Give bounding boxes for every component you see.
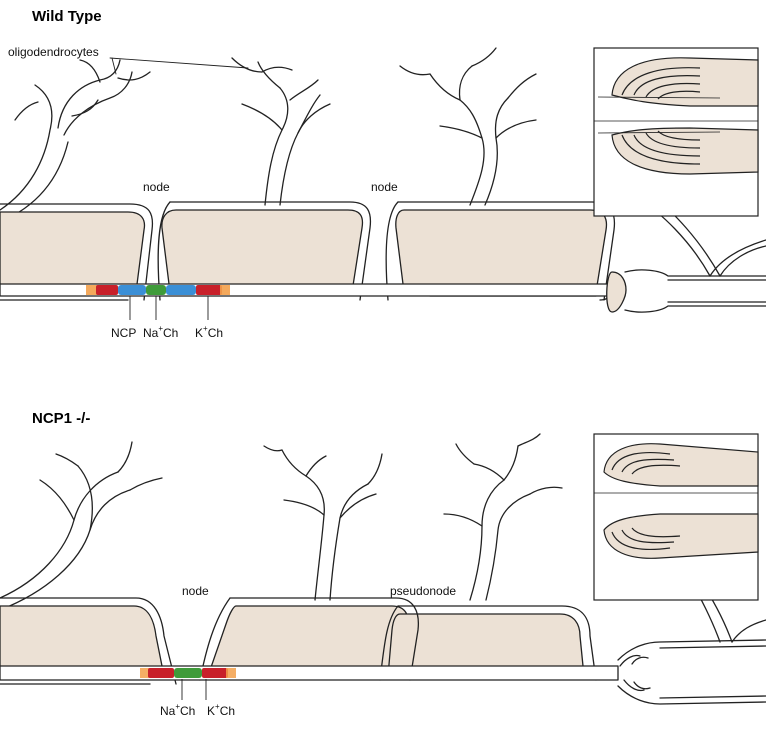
ko-channel-band — [140, 668, 236, 678]
ko-na-prefix: Na — [160, 704, 175, 718]
wt-na-channel — [146, 285, 166, 295]
ko-oligodendrocyte-2 — [264, 446, 382, 600]
oligodendrocyte-1 — [0, 60, 150, 222]
wt-ncp-label: NCP — [111, 326, 136, 340]
myelin-segment-1 — [0, 212, 144, 292]
ko-na-sup: + — [175, 702, 180, 711]
wt-na-channel-label: Na+Ch — [143, 326, 178, 340]
ko-k-prefix: K — [207, 704, 215, 718]
oligodendrocyte-3 — [400, 48, 536, 205]
wt-na-prefix: Na — [143, 326, 158, 340]
myelin-segment-3 — [396, 210, 607, 292]
ncp1-knockout-panel — [0, 380, 766, 730]
wt-na-sup: + — [158, 324, 163, 333]
wt-na-suffix: Ch — [163, 326, 178, 340]
wt-ncp-right — [166, 285, 196, 295]
wt-k-suffix: Ch — [208, 326, 223, 340]
wt-node-label-1: node — [143, 180, 170, 194]
ko-inset — [594, 434, 758, 600]
ko-oligodendrocyte-1 — [0, 442, 162, 610]
oligodendrocytes-pointer — [110, 58, 248, 68]
ko-na-suffix: Ch — [180, 704, 195, 718]
ko-na-channel-label: Na+Ch — [160, 704, 195, 718]
wt-k-prefix: K — [195, 326, 203, 340]
wt-inset — [594, 48, 758, 216]
ko-k-sup: + — [215, 702, 220, 711]
ko-k-channel-label: K+Ch — [207, 704, 235, 718]
oligodendrocyte-2 — [232, 58, 330, 205]
ncp1-knockout-title: NCP1 -/- — [32, 410, 90, 428]
ko-axon — [0, 666, 618, 680]
ko-k-suffix: Ch — [220, 704, 235, 718]
oligodendrocytes-label: oligodendrocytes — [8, 45, 99, 59]
ko-oligodendrocyte-3 — [444, 434, 562, 600]
myelin-segment-2 — [162, 210, 363, 292]
wt-ncp-left — [118, 285, 146, 295]
wt-channel-band — [86, 285, 230, 295]
ko-na-channel — [174, 668, 202, 678]
wt-k-channel-label: K+Ch — [195, 326, 223, 340]
wt-node-label-2: node — [371, 180, 398, 194]
wt-k-sup: + — [203, 324, 208, 333]
ko-pseudonode-label: pseudonode — [390, 584, 456, 598]
wild-type-title: Wild Type — [32, 8, 102, 26]
ko-node-label: node — [182, 584, 209, 598]
